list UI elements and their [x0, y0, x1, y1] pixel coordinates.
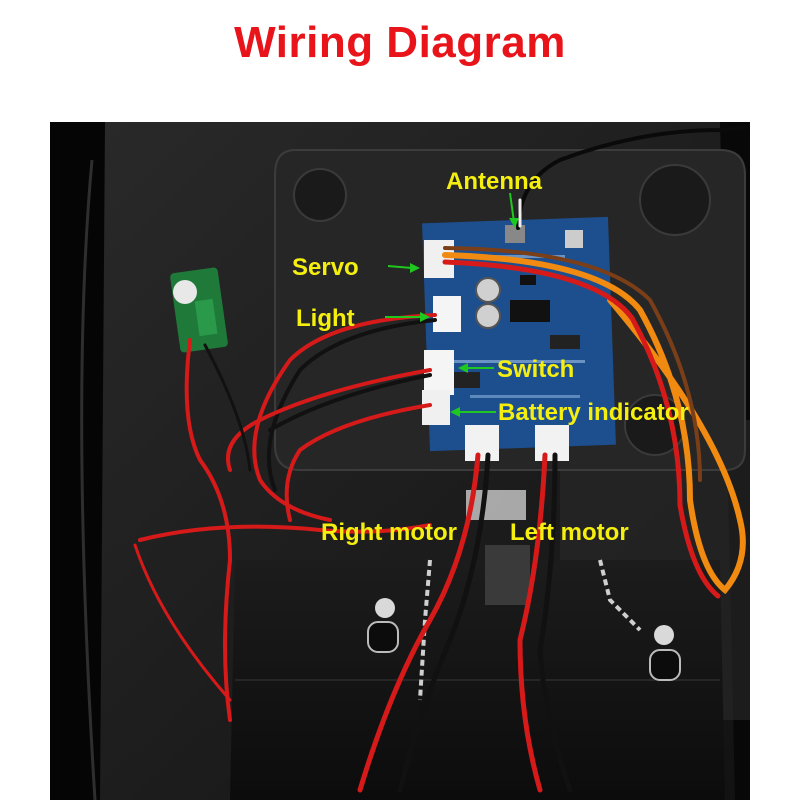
arrow-switch — [458, 363, 494, 373]
arrow-battery-indicator — [450, 407, 496, 417]
arrow-antenna — [509, 192, 519, 228]
label-left-motor: Left motor — [510, 519, 629, 546]
servo-connector — [424, 240, 454, 278]
left-frame — [50, 122, 105, 800]
label-switch: Switch — [497, 356, 574, 383]
label-antenna: Antenna — [446, 168, 543, 195]
label-light: Light — [296, 305, 355, 332]
light-board — [170, 267, 228, 353]
left-motor-connector — [535, 425, 569, 461]
label-battery-indicator: Battery indicator — [498, 399, 689, 426]
control-board — [422, 216, 616, 452]
chain-left — [418, 559, 432, 701]
switch-connector — [424, 350, 454, 395]
right-motor-connector — [465, 425, 499, 461]
label-right-motor: Right motor — [321, 519, 457, 546]
screw-right — [649, 625, 681, 681]
chain-right — [598, 559, 642, 632]
diagram-title: Wiring Diagram — [234, 18, 566, 67]
label-servo: Servo — [292, 254, 359, 281]
arrow-servo — [387, 263, 420, 273]
mount-bracket — [466, 490, 526, 520]
screw-left — [367, 598, 399, 653]
arrow-light — [385, 312, 430, 322]
light-connector — [433, 296, 461, 332]
wires — [133, 126, 747, 793]
motor-body — [485, 545, 530, 605]
